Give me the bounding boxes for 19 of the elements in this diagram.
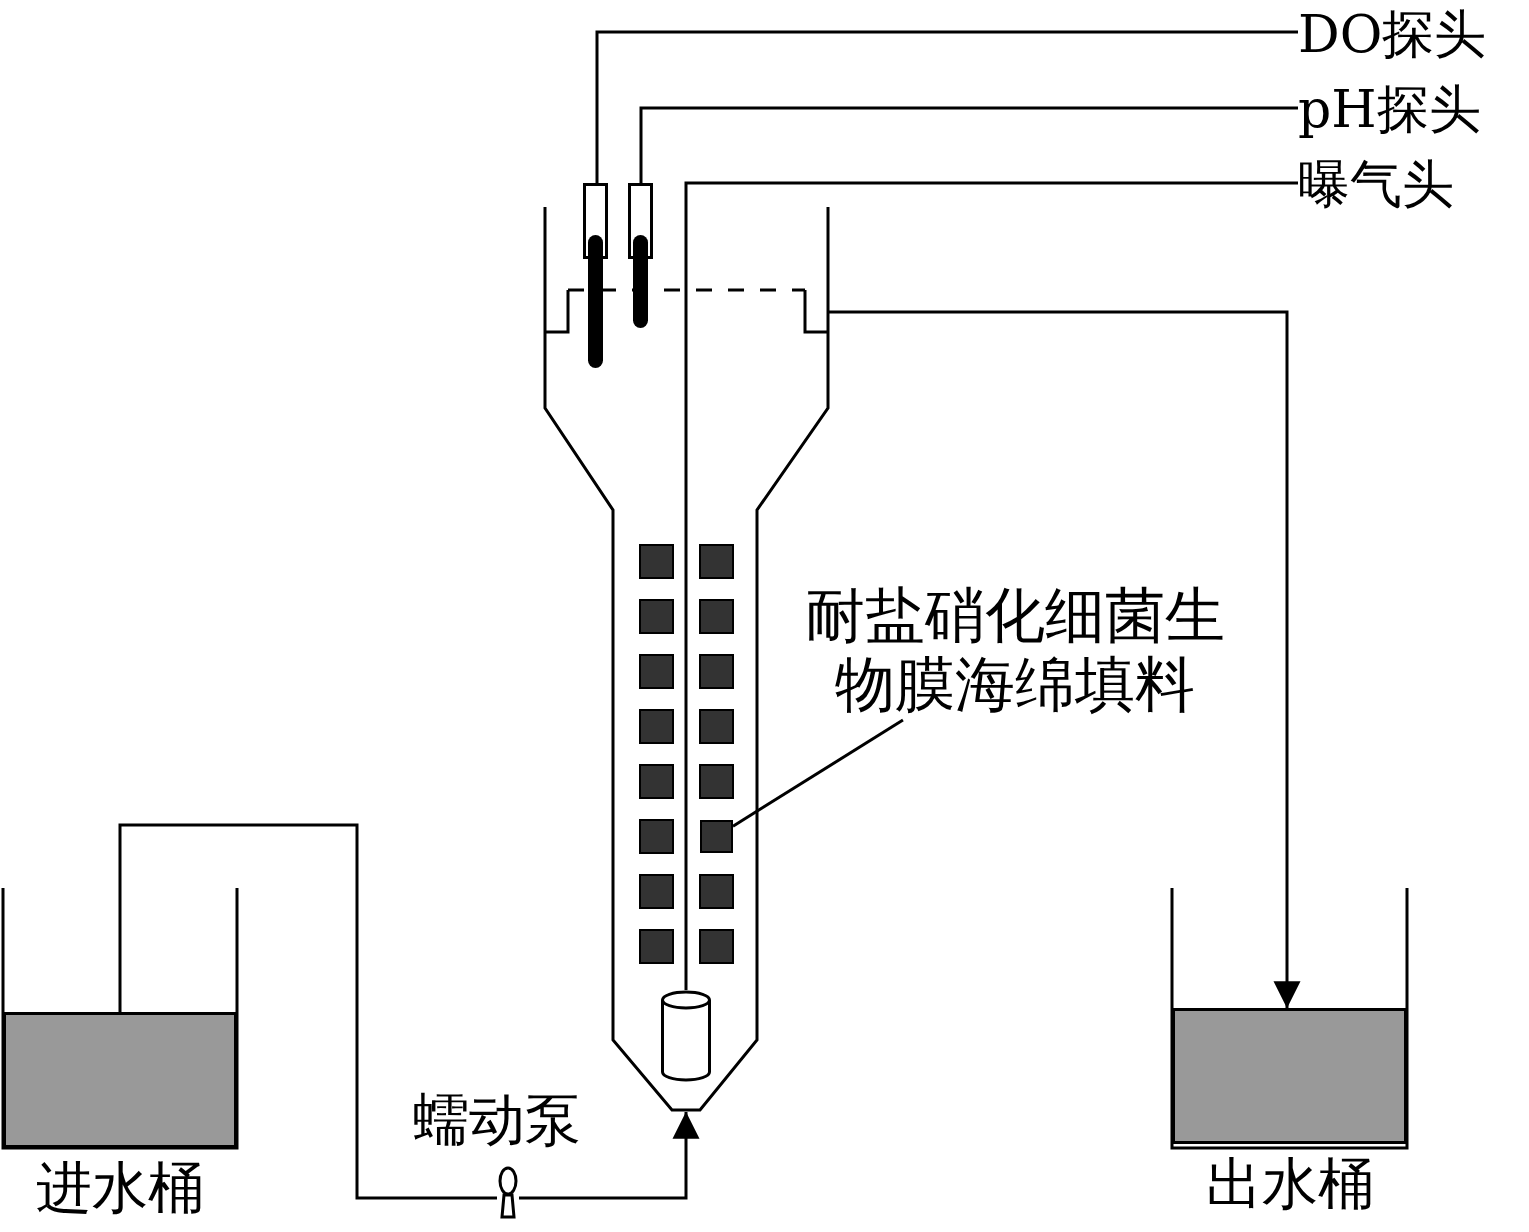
pipe-line [118,823,497,1200]
pump-label: 蠕动泵 [413,1090,581,1150]
probe-label: pH探头 [1298,80,1526,140]
leader-line [732,718,904,828]
leader-line [595,30,1298,183]
leader-line [639,106,1298,183]
pump-icon [497,1165,519,1220]
bucket-label: 进水桶 [35,1154,205,1222]
probe [628,183,653,328]
callout-label: 耐盐硝化细菌生物膜海绵填料 [795,580,1235,720]
leader-line [684,181,1298,990]
probe [583,183,608,368]
flow-arrow [519,1111,700,1200]
aerator-cylinder [661,990,711,1082]
probe-label: DO探头 [1298,5,1526,65]
sponge-cube [700,820,733,853]
flow-arrow [828,310,1301,1009]
probe-label: 曝气头 [1298,155,1526,215]
bucket-label: 出水桶 [1204,1150,1375,1218]
